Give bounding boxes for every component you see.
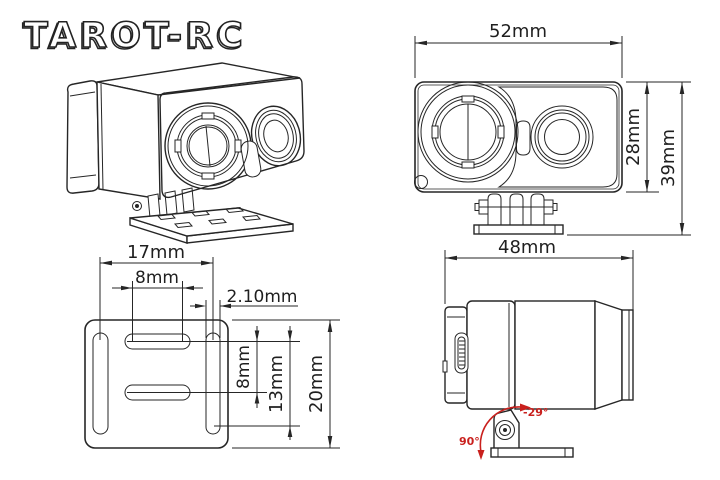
front-left-lens (417, 81, 519, 183)
brand-logo-text: TAROT-RC (24, 16, 247, 56)
front-total-height-label: 39mm (658, 129, 679, 187)
bracket-plate-height-label: 20mm (306, 355, 327, 413)
bracket-plate (84, 319, 229, 449)
bracket-slot-span-height-dimension: 13mm (266, 326, 293, 440)
bracket-slot-right (205, 332, 221, 435)
perspective-view (66, 62, 305, 244)
front-body-height-label: 28mm (623, 108, 644, 166)
bracket-slot-width-dimension: 2.10mm (190, 287, 298, 338)
bracket-span-label: 17mm (127, 242, 185, 263)
perspective-mount-prongs (147, 187, 195, 219)
bracket-plate-height-dimension: 20mm (306, 320, 333, 448)
brand-logo: TAROT-RC TAROT-RC (22, 15, 247, 58)
side-length-dimension: 48mm (444, 237, 634, 313)
tilt-down-label: 90° (459, 435, 480, 448)
side-camera-body (442, 300, 634, 410)
front-indicator-hole (414, 175, 428, 189)
perspective-side-face (96, 81, 161, 200)
front-right-lens (534, 109, 590, 165)
front-width-label: 52mm (489, 21, 547, 42)
side-view: 48mm (442, 237, 634, 460)
bracket-slot-span-height-label: 13mm (266, 355, 287, 413)
brand-logo-shadow: TAROT-RC (23, 18, 246, 58)
perspective-main-lens (167, 105, 249, 187)
perspective-mount-base (129, 206, 294, 244)
front-mount (473, 193, 564, 235)
bracket-slot-length-label: 8mm (135, 268, 179, 288)
front-faceplate (497, 86, 618, 188)
bracket-slot-width-label: 2.10mm (227, 287, 298, 307)
front-view: 52mm 28mm 39mm (414, 21, 691, 236)
bracket-row-spacing-label: 8mm (234, 345, 254, 389)
front-body-height-dimension: 28mm (623, 81, 691, 193)
front-body (414, 81, 623, 193)
tilt-range-annotation: -29° 90° (459, 403, 548, 460)
perspective-center-cutout (240, 140, 262, 178)
bracket-top-view: 17mm 8mm 2.10mm 8mm 13 (84, 242, 340, 449)
tilt-up-label: -29° (523, 406, 548, 419)
side-pivot-mount (490, 409, 574, 458)
perspective-second-lens (255, 109, 297, 163)
side-length-label: 48mm (498, 237, 556, 258)
bracket-row-spacing-dimension: 8mm (234, 326, 260, 408)
bracket-slot-length-dimension: 8mm (112, 268, 203, 341)
front-width-dimension: 52mm (414, 21, 623, 78)
bracket-span-dimension: 17mm (99, 242, 214, 340)
front-total-height-dimension: 39mm (567, 82, 691, 236)
bracket-slot-left (92, 332, 109, 435)
